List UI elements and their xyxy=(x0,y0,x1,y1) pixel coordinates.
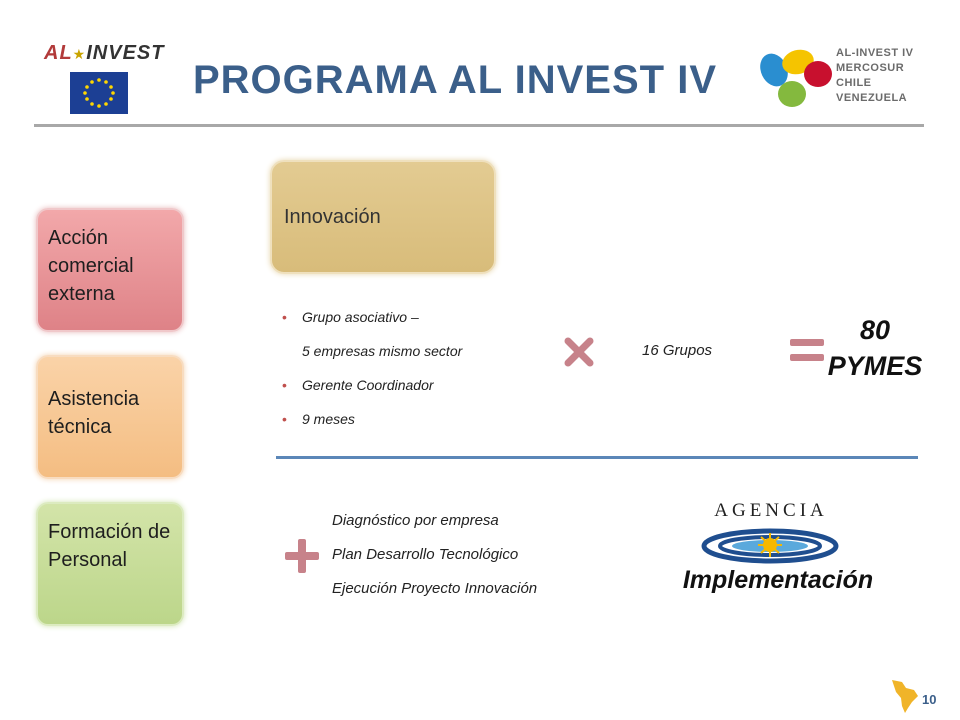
al-invest-iv-logo: AL-INVEST IV MERCOSUR CHILE VENEZUELA xyxy=(748,42,928,122)
plus-icon xyxy=(282,536,322,576)
multiply-icon xyxy=(560,334,598,370)
agencia-logo-text: AGENCIA xyxy=(714,500,828,521)
list-item: •Gerente Coordinador xyxy=(282,368,542,402)
innovation-label: Innovación xyxy=(284,206,381,228)
innovation-box: Innovación xyxy=(270,160,496,274)
header-divider xyxy=(34,124,924,127)
bullet-icon: • xyxy=(282,377,287,393)
bullet-icon: • xyxy=(282,309,287,325)
al-invest-logo: AL★INVEST xyxy=(40,38,170,116)
implementation-label: Implementación xyxy=(682,566,874,594)
innovation-features-list: •Grupo asociativo – 5 empresas mismo sec… xyxy=(282,300,542,436)
list-item: Diagnóstico por empresa xyxy=(332,512,499,529)
category-formacion-personal: Formación de Personal xyxy=(36,502,184,626)
page-title: PROGRAMA AL INVEST IV xyxy=(192,58,717,102)
list-item: Plan Desarrollo Tecnológico xyxy=(332,546,519,563)
equals-icon xyxy=(788,336,826,364)
category-accion-comercial: Acción comercial externa xyxy=(36,208,184,332)
implementation-steps-list: Diagnóstico por empresa Plan Desarrollo … xyxy=(332,504,537,606)
logo-right-text: AL-INVEST IV MERCOSUR CHILE VENEZUELA xyxy=(836,47,914,104)
latin-america-map-icon xyxy=(888,678,922,714)
agencia-emblem-icon xyxy=(700,528,840,564)
list-item: •Grupo asociativo – xyxy=(282,300,542,334)
category-asistencia-tecnica: Asistencia técnica xyxy=(36,355,184,479)
eu-flag-icon xyxy=(70,72,128,114)
colored-circles-icon xyxy=(760,49,832,107)
al-invest-logo-text: AL★INVEST xyxy=(44,42,165,64)
groups-count: 16 Grupos xyxy=(642,342,713,359)
list-item: •9 meses xyxy=(282,402,542,436)
list-item: 5 empresas mismo sector xyxy=(302,343,463,359)
result-pymes: 80 PYMES xyxy=(827,315,923,381)
bullet-icon: • xyxy=(282,411,287,427)
page-number: 10 xyxy=(922,692,937,707)
list-item: Ejecución Proyecto Innovación xyxy=(332,580,538,597)
section-divider xyxy=(276,456,918,459)
